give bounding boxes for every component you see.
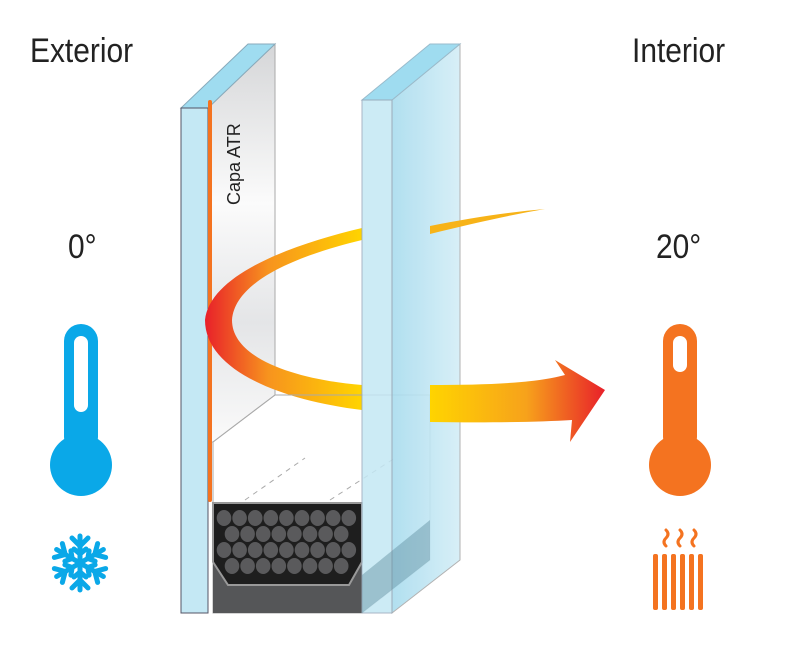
desiccant-bead	[216, 542, 232, 558]
desiccant-bead	[325, 510, 341, 526]
desiccant-bead	[341, 542, 357, 558]
desiccant-bead	[287, 526, 302, 542]
desiccant-bead	[325, 542, 341, 558]
desiccant-bead	[224, 526, 240, 542]
desiccant-bead	[232, 510, 247, 526]
heat-reflection-arc	[205, 228, 362, 410]
desiccant-bead	[333, 558, 349, 574]
interior-title: Interior	[632, 32, 726, 70]
exterior-title: Exterior	[30, 32, 134, 70]
desiccant-bead	[333, 526, 349, 542]
desiccant-bead	[224, 558, 240, 574]
desiccant-bead	[240, 526, 255, 542]
desiccant-bead	[279, 510, 294, 526]
desiccant-bead	[318, 526, 333, 542]
desiccant-bead	[255, 526, 271, 542]
desiccant-bead	[310, 542, 325, 558]
desiccant-bead	[216, 510, 232, 526]
desiccant-bead	[247, 542, 263, 558]
desiccant-bead	[263, 542, 279, 558]
desiccant-bead	[271, 558, 287, 574]
desiccant-bead	[294, 542, 310, 558]
desiccant-bead	[287, 558, 302, 574]
coating-label: Capa ATR	[224, 123, 244, 205]
desiccant-bead	[302, 526, 318, 542]
thermometer-icon	[649, 324, 711, 496]
desiccant-bead	[294, 510, 310, 526]
desiccant-bead	[341, 510, 357, 526]
snowflake-icon	[53, 533, 108, 590]
desiccant-bead	[255, 558, 271, 574]
desiccant-bead	[310, 510, 325, 526]
desiccant-bead	[271, 526, 287, 542]
desiccant-bead	[279, 542, 294, 558]
interior-glass-pane	[360, 42, 462, 615]
desiccant-bead	[318, 558, 333, 574]
desiccant-bead	[263, 510, 279, 526]
thermometer-icon	[50, 324, 112, 496]
desiccant-bead	[302, 558, 318, 574]
desiccant-bead	[247, 510, 263, 526]
exterior-temperature: 0°	[68, 228, 97, 266]
interior-temperature: 20°	[656, 228, 702, 266]
heater-icon	[662, 528, 698, 548]
heat-arrow	[430, 360, 605, 442]
desiccant-bead	[240, 558, 255, 574]
desiccant-bead	[232, 542, 247, 558]
